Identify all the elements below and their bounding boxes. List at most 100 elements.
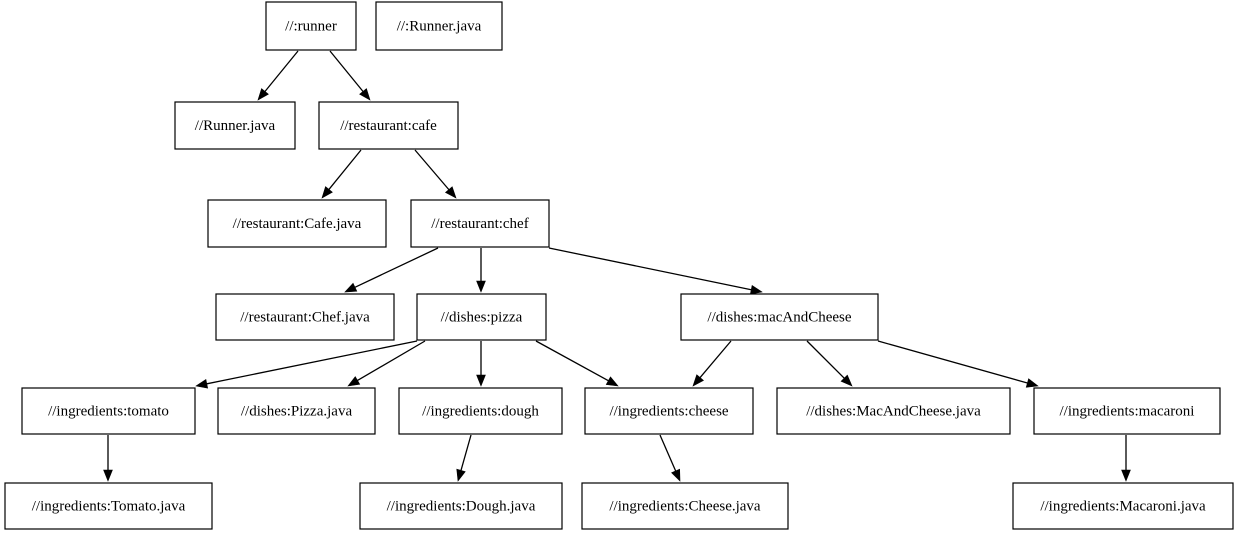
edge-dishes_mac-to-mac_java [806, 340, 853, 387]
arrowhead-icon [257, 88, 269, 101]
graph-node-dishes_pizza[interactable]: //dishes:pizza [416, 293, 547, 341]
node-label: //dishes:pizza [441, 309, 523, 325]
node-box[interactable] [776, 387, 1011, 435]
graph-node-restaurant_chef[interactable]: //restaurant:chef [410, 199, 550, 248]
graph-node-macaroni_java[interactable]: //ingredients:Macaroni.java [1012, 482, 1234, 530]
node-label: //ingredients:Macaroni.java [1040, 498, 1206, 514]
node-label: //ingredients:Tomato.java [32, 498, 186, 514]
node-box[interactable] [174, 101, 296, 150]
arrowhead-icon [444, 186, 457, 199]
node-box[interactable] [1033, 387, 1221, 435]
graph-node-cheese_java[interactable]: //ingredients:Cheese.java [581, 482, 789, 530]
arrowhead-icon [671, 468, 681, 482]
node-label: //Runner.java [195, 118, 276, 134]
edge-restaurant_chef-to-dishes_pizza [476, 248, 486, 293]
arrowhead-icon [359, 88, 371, 101]
graph-node-runner_java_root[interactable]: //:Runner.java [375, 1, 503, 51]
node-label: //ingredients:dough [422, 403, 539, 419]
node-box[interactable] [215, 293, 395, 341]
graph-node-pizza_java[interactable]: //dishes:Pizza.java [217, 387, 376, 435]
arrowhead-icon [344, 282, 358, 293]
node-label: //ingredients:Dough.java [387, 498, 536, 514]
edge-runner-to-restaurant_cafe [329, 50, 371, 101]
graph-node-ing_cheese[interactable]: //ingredients:cheese [584, 387, 754, 435]
node-label: //ingredients:macaroni [1060, 403, 1195, 419]
node-label: //:Runner.java [397, 18, 482, 34]
edge-runner-to-runner_java [257, 50, 299, 101]
arrowhead-icon [749, 284, 763, 295]
node-box[interactable] [207, 199, 387, 248]
arrowhead-icon [1121, 469, 1131, 482]
graph-node-tomato_java[interactable]: //ingredients:Tomato.java [4, 482, 213, 530]
node-box[interactable] [359, 482, 563, 530]
graph-node-runner_java[interactable]: //Runner.java [174, 101, 296, 150]
node-box[interactable] [217, 387, 376, 435]
edge-ing_macaroni-to-macaroni_java [1121, 435, 1131, 482]
arrowhead-icon [692, 374, 704, 387]
node-layer: //:runner //:Runner.java //Runner.java //re… [4, 1, 1234, 530]
node-box[interactable] [581, 482, 789, 530]
edge-restaurant_chef-to-dishes_mac [548, 247, 763, 295]
node-box[interactable] [1012, 482, 1234, 530]
node-box[interactable] [410, 199, 550, 248]
node-label: //restaurant:Cafe.java [233, 216, 362, 232]
node-label: //ingredients:tomato [48, 403, 169, 419]
node-label: //dishes:MacAndCheese.java [806, 403, 981, 419]
edge-dishes_pizza-to-pizza_java [347, 340, 426, 387]
edge-line [357, 340, 426, 382]
graph-node-chef_java[interactable]: //restaurant:Chef.java [215, 293, 395, 341]
edge-line [699, 340, 732, 379]
arrowhead-icon [103, 469, 113, 482]
edge-restaurant_cafe-to-cafe_java [321, 149, 362, 199]
edge-dishes_pizza-to-ing_tomato [195, 340, 418, 389]
edge-dishes_pizza-to-ing_cheese [535, 340, 619, 387]
node-box[interactable] [4, 482, 213, 530]
edge-ing_dough-to-dough_java [456, 434, 472, 482]
edge-line [328, 149, 362, 190]
node-label: //:runner [285, 18, 337, 34]
edge-line [659, 434, 677, 472]
node-box[interactable] [416, 293, 547, 341]
edge-line [548, 247, 752, 291]
edge-line [877, 340, 1028, 384]
node-box[interactable] [21, 387, 196, 435]
node-box[interactable] [398, 387, 563, 435]
node-box[interactable] [318, 101, 459, 150]
graph-node-ing_tomato[interactable]: //ingredients:tomato [21, 387, 196, 435]
edge-line [354, 247, 439, 288]
node-box[interactable] [584, 387, 754, 435]
graph-node-restaurant_cafe[interactable]: //restaurant:cafe [318, 101, 459, 150]
graph-node-mac_java[interactable]: //dishes:MacAndCheese.java [776, 387, 1011, 435]
node-box[interactable] [375, 1, 503, 51]
graph-node-dough_java[interactable]: //ingredients:Dough.java [359, 482, 563, 530]
arrowhead-icon [476, 374, 486, 387]
edge-line [806, 340, 845, 379]
edge-line [414, 149, 450, 191]
graph-node-cafe_java[interactable]: //restaurant:Cafe.java [207, 199, 387, 248]
edge-restaurant_cafe-to-restaurant_chef [414, 149, 457, 199]
node-box[interactable] [680, 293, 879, 341]
arrowhead-icon [456, 468, 466, 482]
arrowhead-icon [840, 374, 853, 387]
edge-layer [103, 50, 1131, 482]
edge-dishes_mac-to-ing_cheese [692, 340, 732, 387]
graph-node-ing_dough[interactable]: //ingredients:dough [398, 387, 563, 435]
arrowhead-icon [605, 376, 619, 387]
edge-dishes_pizza-to-ing_dough [476, 341, 486, 387]
arrowhead-icon [347, 376, 361, 387]
graph-node-dishes_mac[interactable]: //dishes:macAndCheese [680, 293, 879, 341]
node-label: //restaurant:chef [431, 216, 528, 232]
graph-node-runner[interactable]: //:runner [265, 1, 357, 51]
edge-dishes_mac-to-ing_macaroni [877, 340, 1039, 388]
arrowhead-icon [321, 186, 333, 199]
graph-node-ing_macaroni[interactable]: //ingredients:macaroni [1033, 387, 1221, 435]
node-label: //restaurant:cafe [340, 118, 437, 134]
edge-restaurant_chef-to-chef_java [344, 247, 439, 293]
node-box[interactable] [265, 1, 357, 51]
edge-ing_cheese-to-cheese_java [659, 434, 681, 482]
arrowhead-icon [1025, 378, 1039, 388]
node-label: //dishes:macAndCheese [707, 309, 851, 325]
